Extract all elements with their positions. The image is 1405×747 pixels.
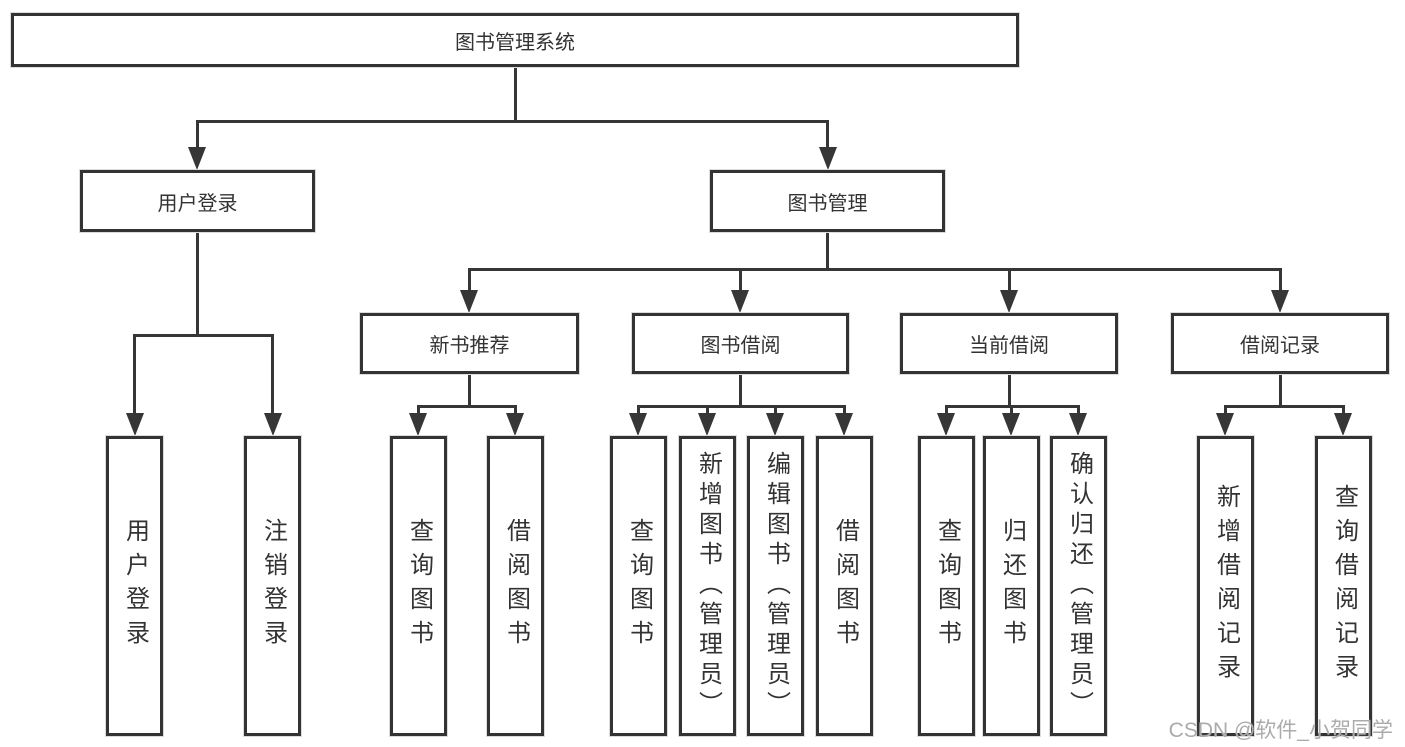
- connector-line: [1224, 405, 1345, 408]
- arrow-down-icon: [506, 413, 524, 436]
- node-borrowing-records: 借阅记录: [1171, 313, 1389, 374]
- leaf-query-books-borrowing-label: 查询图书: [625, 518, 653, 654]
- connector-line: [1279, 374, 1282, 408]
- node-new-book-recommend-label: 新书推荐: [429, 335, 510, 357]
- node-new-book-recommend: 新书推荐: [360, 313, 579, 374]
- arrow-down-icon: [1002, 413, 1020, 436]
- connector-line: [1010, 405, 1013, 417]
- connector-line: [133, 334, 136, 418]
- leaf-query-borrow-record: 查询借阅记录: [1315, 436, 1372, 736]
- connector-line: [1342, 405, 1345, 417]
- node-book-borrowing-label: 图书借阅: [700, 335, 781, 357]
- leaf-borrow-books-recommend-label: 借阅图书: [502, 518, 530, 654]
- connector-line: [826, 232, 829, 271]
- node-borrowing-records-label: 借阅记录: [1240, 335, 1320, 357]
- connector-line: [417, 405, 420, 417]
- leaf-add-books-admin: 新增图书（管理员）: [679, 436, 736, 736]
- connector-line: [417, 405, 517, 408]
- arrow-down-icon: [188, 147, 206, 170]
- leaf-return-books-label: 归还图书: [998, 518, 1026, 654]
- leaf-query-borrow-record-label: 查询借阅记录: [1330, 484, 1358, 688]
- connector-line: [1077, 405, 1080, 417]
- csdn-watermark: CSDN @软件_小贺同学: [1168, 719, 1393, 742]
- leaf-query-books-current-label: 查询图书: [933, 518, 961, 654]
- arrow-down-icon: [460, 290, 478, 313]
- connector-line: [196, 232, 199, 337]
- arrow-down-icon: [698, 413, 716, 436]
- connector-line: [826, 120, 829, 152]
- leaf-user-login: 用户登录: [106, 436, 163, 736]
- connector-line: [468, 268, 471, 295]
- connector-line: [1008, 374, 1011, 408]
- connector-line: [945, 405, 948, 417]
- connector-line: [514, 405, 517, 417]
- connector-line: [774, 405, 777, 417]
- leaf-logout: 注销登录: [244, 436, 301, 736]
- node-library-system: 图书管理系统: [11, 13, 1019, 67]
- arrow-down-icon: [819, 147, 837, 170]
- connector-line: [271, 334, 274, 418]
- leaf-borrow-books: 借阅图书: [816, 436, 873, 736]
- connector-line: [133, 334, 274, 337]
- arrow-down-icon: [766, 413, 784, 436]
- node-library-system-label: 图书管理系统: [455, 31, 575, 54]
- connector-line: [196, 120, 199, 152]
- connector-line: [468, 268, 1281, 271]
- connector-line: [637, 405, 640, 417]
- connector-line: [1224, 405, 1227, 417]
- leaf-return-books: 归还图书: [983, 436, 1040, 736]
- node-book-management-label: 图书管理: [787, 192, 868, 215]
- connector-line: [843, 405, 846, 417]
- leaf-confirm-return-admin: 确认归还（管理员）: [1050, 436, 1107, 736]
- arrow-down-icon: [126, 413, 144, 436]
- arrow-down-icon: [1334, 413, 1352, 436]
- leaf-edit-books-admin: 编辑图书（管理员）: [747, 436, 804, 736]
- connector-line: [196, 120, 829, 123]
- arrow-down-icon: [264, 413, 282, 436]
- leaf-borrow-books-recommend: 借阅图书: [487, 436, 544, 736]
- leaf-edit-books-admin-label: 编辑图书（管理员）: [762, 451, 790, 721]
- node-user-login-label: 用户登录: [157, 192, 238, 215]
- leaf-add-books-admin-label: 新增图书（管理员）: [694, 451, 722, 721]
- leaf-confirm-return-admin-label: 确认归还（管理员）: [1065, 451, 1093, 721]
- connector-line: [706, 405, 709, 417]
- connector-line: [1008, 268, 1011, 295]
- arrow-down-icon: [409, 413, 427, 436]
- leaf-query-books-recommend-label: 查询图书: [405, 518, 433, 654]
- connector-line: [1279, 268, 1282, 295]
- leaf-query-books-recommend: 查询图书: [390, 436, 447, 736]
- node-book-borrowing: 图书借阅: [632, 313, 849, 374]
- leaf-add-borrow-record-label: 新增借阅记录: [1212, 484, 1240, 688]
- leaf-add-borrow-record: 新增借阅记录: [1197, 436, 1254, 736]
- connector-line: [739, 268, 742, 295]
- connector-line: [739, 374, 742, 408]
- leaf-query-books-borrowing: 查询图书: [610, 436, 667, 736]
- leaf-user-login-label: 用户登录: [121, 518, 149, 654]
- arrow-down-icon: [1000, 290, 1018, 313]
- arrow-down-icon: [937, 413, 955, 436]
- connector-line: [637, 405, 846, 408]
- connector-line: [468, 374, 471, 408]
- leaf-borrow-books-label: 借阅图书: [831, 518, 859, 654]
- arrow-down-icon: [731, 290, 749, 313]
- arrow-down-icon: [1271, 290, 1289, 313]
- node-user-login: 用户登录: [80, 170, 315, 232]
- arrow-down-icon: [835, 413, 853, 436]
- node-current-borrowing: 当前借阅: [900, 313, 1118, 374]
- leaf-logout-label: 注销登录: [259, 518, 287, 654]
- node-current-borrowing-label: 当前借阅: [969, 335, 1049, 357]
- arrow-down-icon: [1069, 413, 1087, 436]
- arrow-down-icon: [1216, 413, 1234, 436]
- leaf-query-books-current: 查询图书: [918, 436, 975, 736]
- node-book-management: 图书管理: [710, 170, 945, 232]
- connector-line: [514, 67, 517, 123]
- arrow-down-icon: [629, 413, 647, 436]
